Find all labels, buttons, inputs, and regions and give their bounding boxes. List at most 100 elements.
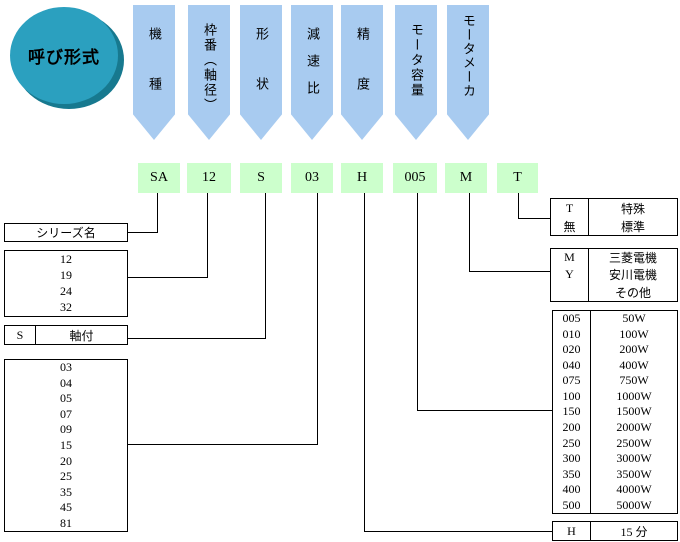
code-value: T (513, 170, 522, 185)
column-header-shape: 形状 (240, 5, 282, 140)
column-header-motor-capacity: モータ容量 (395, 5, 437, 140)
connector-accuracy-h (364, 531, 552, 532)
table-row: S 軸付 (5, 326, 127, 344)
code-value: 12 (202, 170, 216, 185)
code-value: 005 (404, 170, 426, 185)
table-row: 無 標準 (551, 217, 677, 235)
connector-s-v (265, 193, 266, 339)
shape-label: 軸付 (69, 328, 94, 343)
capacity-label: 1500W (616, 404, 652, 419)
table-row: 200 2000W (553, 419, 677, 436)
table-row: 400 4000W (553, 481, 677, 498)
table-row: 15 (60, 438, 72, 452)
capacity-code: 010 (553, 326, 591, 343)
series-name-label: シリーズ名 (36, 226, 96, 240)
column-header-label: 減速比 (305, 27, 320, 108)
connector-t-v (518, 193, 519, 219)
table-row: 250 2500W (553, 435, 677, 451)
special-code: T (551, 199, 589, 217)
table-row: 005 50W (553, 311, 677, 327)
connector-m-v (469, 193, 470, 272)
table-row: 09 (60, 422, 72, 437)
column-header-label: 形状 (254, 27, 269, 127)
code-12: 12 (187, 163, 231, 193)
column-header-label: モータ容量 (409, 23, 424, 98)
table-row: 32 (60, 300, 72, 315)
column-header-accuracy: 精度 (341, 5, 383, 140)
connector-12-v (207, 193, 208, 278)
maker-code: M (551, 249, 589, 267)
table-row: 075 750W (553, 373, 677, 389)
column-header-label: モータメーカ (461, 14, 476, 98)
maker-label: 三菱電機 (608, 251, 657, 266)
table-row: 05 (60, 391, 72, 406)
frame-number-table: 12 19 24 32 (4, 250, 128, 317)
code-t: T (497, 163, 538, 193)
table-row: 500 5000W (553, 497, 677, 513)
capacity-code: 200 (553, 419, 591, 436)
capacity-label: 400W (619, 357, 649, 372)
table-row: 35 (60, 484, 72, 499)
table-row: 81 (60, 515, 72, 530)
code-value: SA (150, 170, 168, 185)
connector-special-h (518, 218, 550, 219)
code-value: H (356, 170, 368, 185)
accuracy-table: H 15 分 (552, 521, 678, 541)
code-h: H (341, 163, 383, 193)
column-header-label: 精度 (355, 27, 370, 127)
code-value: 03 (305, 170, 319, 185)
capacity-code: 250 (553, 435, 591, 451)
table-row: 12 (60, 251, 72, 266)
shape-table: S 軸付 (4, 325, 128, 345)
column-header-machine-type: 機種 (133, 5, 175, 140)
badge-label: 呼び形式 (28, 48, 100, 67)
capacity-label: 1000W (616, 388, 652, 403)
column-header-frame-number: 枠番（軸径） (188, 5, 230, 140)
connector-series-h (128, 232, 158, 233)
code-value: M (459, 170, 473, 185)
special-table: T 特殊 無 標準 (550, 198, 678, 236)
maker-label: その他 (614, 285, 651, 300)
special-code: 無 (551, 217, 589, 235)
capacity-code: 005 (553, 311, 591, 327)
accuracy-code: H (553, 522, 591, 540)
maker-label: 安川電機 (608, 268, 657, 283)
table-row: H 15 分 (553, 522, 677, 540)
table-row: 020 200W (553, 342, 677, 358)
connector-005-v (417, 193, 418, 411)
table-row: その他 (551, 283, 677, 301)
connector-ratio-h (128, 444, 318, 445)
table-row: T 特殊 (551, 199, 677, 217)
column-header-motor-maker: モータメーカ (447, 5, 489, 140)
motor-maker-table: M 三菱電機 Y 安川電機 その他 (550, 248, 678, 302)
table-row: 300 3000W (553, 450, 677, 467)
capacity-code: 350 (553, 466, 591, 482)
code-value: S (257, 170, 265, 185)
capacity-code: 300 (553, 450, 591, 467)
connector-frame-h (128, 277, 208, 278)
capacity-label: 3000W (616, 451, 652, 466)
table-row: M 三菱電機 (551, 249, 677, 267)
table-row: 45 (60, 500, 72, 515)
table-row: 19 (60, 267, 72, 282)
maker-code: Y (551, 266, 589, 284)
capacity-label: 200W (619, 342, 649, 357)
column-header-reduction-ratio: 減速比 (291, 5, 333, 140)
capacity-label: 2500W (616, 435, 652, 450)
table-row: Y 安川電機 (551, 266, 677, 284)
capacity-code: 150 (553, 404, 591, 420)
series-name-box: シリーズ名 (4, 223, 128, 242)
table-row: 010 100W (553, 326, 677, 343)
table-row: 040 400W (553, 357, 677, 374)
code-03: 03 (291, 163, 333, 193)
accuracy-label: 15 分 (620, 524, 648, 539)
table-row: 25 (60, 469, 72, 484)
shape-code: S (5, 326, 36, 344)
code-sa: SA (138, 163, 180, 193)
table-row: 24 (60, 284, 72, 299)
capacity-label: 4000W (616, 482, 652, 497)
motor-capacity-table: 005 50W 010 100W 020 200W 040 400W 075 7… (552, 310, 678, 514)
connector-h-v (364, 193, 365, 532)
capacity-code: 075 (553, 373, 591, 389)
